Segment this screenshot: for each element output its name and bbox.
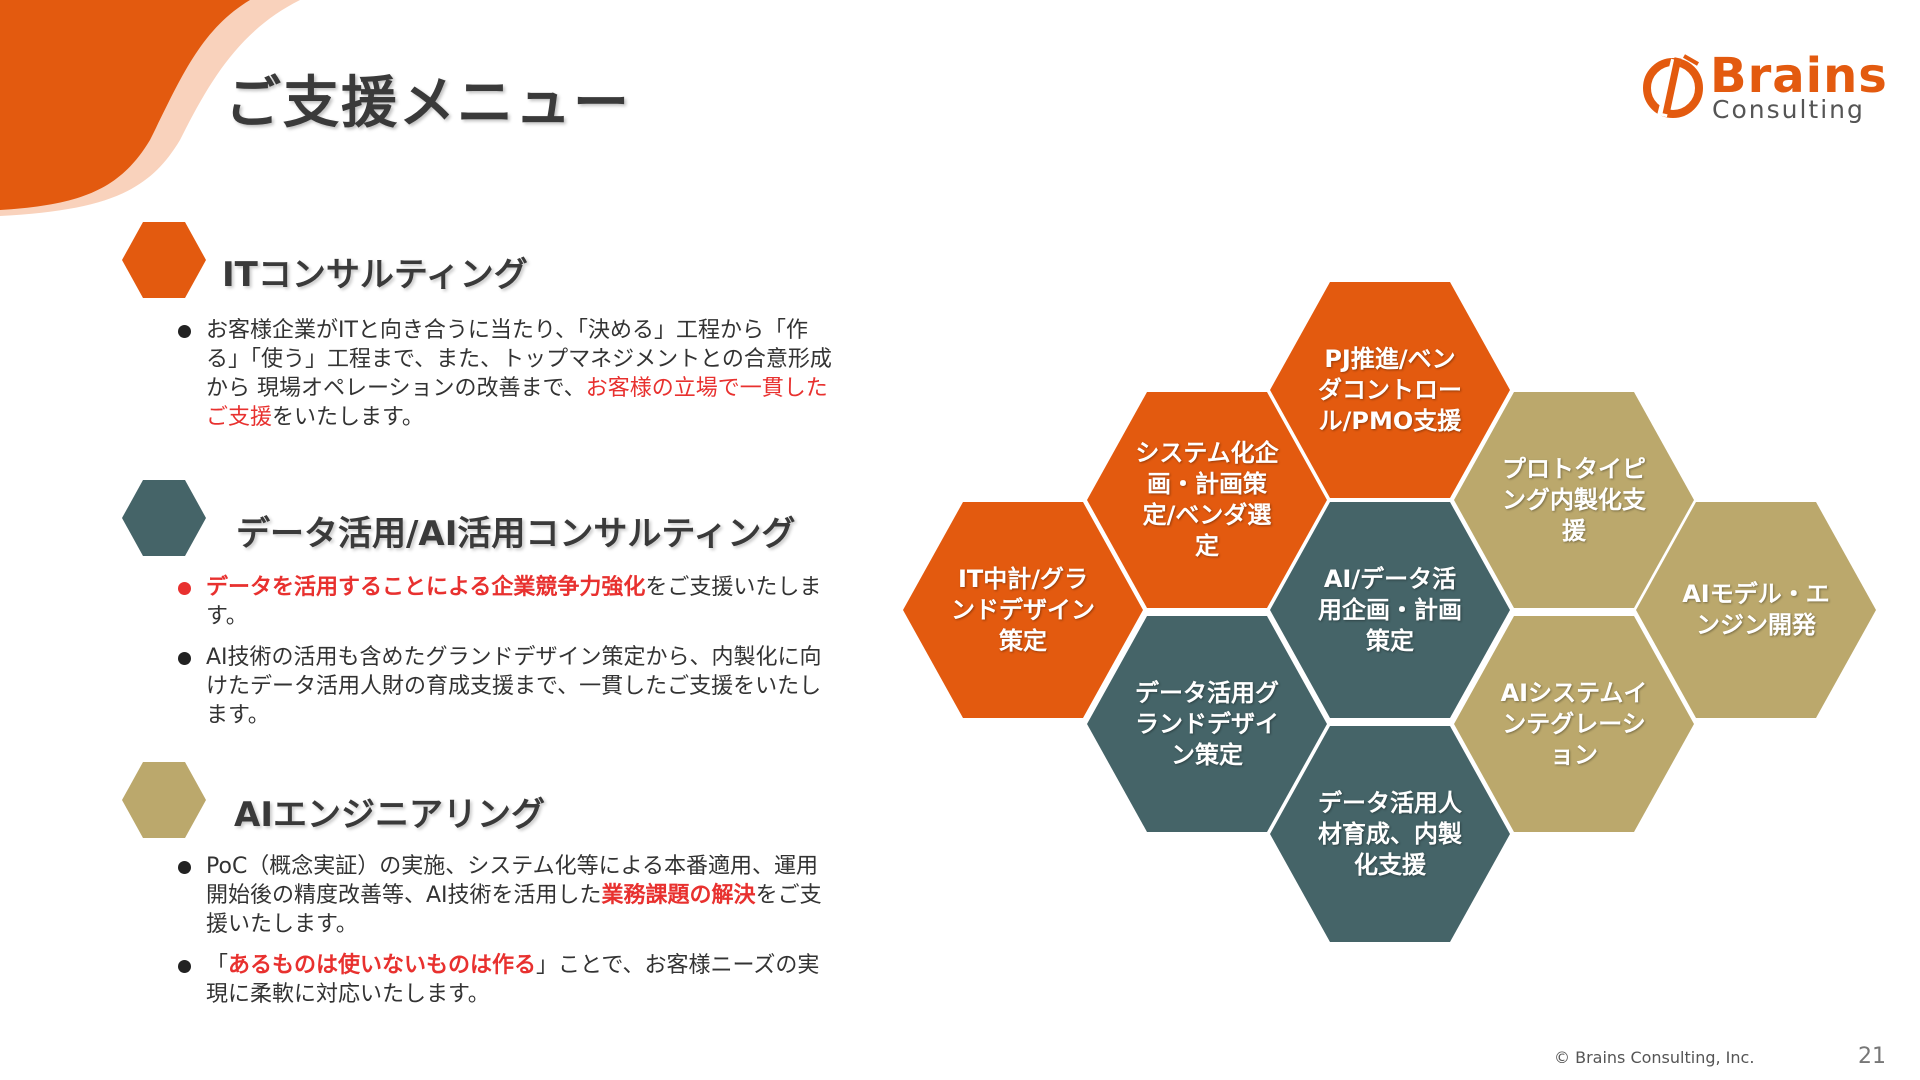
hex-system-planning: システム化企画・計画策定/ベンダ選定 <box>1087 392 1327 608</box>
brains-consulting-logo: Brains Consulting <box>1640 48 1890 128</box>
hex-label: PJ推進/ベンダコントロール/PMO支援 <box>1318 344 1462 435</box>
bullet-text: お客様企業がITと向き合うに当たり、「決める」工程から「作る」「使う」工程まで、… <box>206 318 832 401</box>
list-item: お客様企業がITと向き合うに当たり、「決める」工程から「作る」「使う」工程まで、… <box>178 316 838 432</box>
section-it-hex-icon <box>122 222 206 298</box>
section-data-ai-bullets: データを活用することによる企業競争力強化をご支援いたします。 AI技術の活用も含… <box>178 573 838 742</box>
bullet-text: 」ことで、お客様ニーズの実現に柔軟に対応いたします。 <box>206 953 820 1007</box>
bullet-dot-icon <box>178 652 191 665</box>
hex-it-grand-design: IT中計/グランドデザイン策定 <box>903 502 1143 718</box>
bullet-dot-icon <box>178 582 191 595</box>
section-it-bullets: お客様企業がITと向き合うに当たり、「決める」工程から「作る」「使う」工程まで、… <box>178 316 838 444</box>
bullet-text: をご支援いたします。 <box>206 883 822 937</box>
section-ai-eng-hex-icon <box>122 762 206 838</box>
hex-label: プロトタイピング内製化支援 <box>1502 454 1646 545</box>
page-number: 21 <box>1858 1044 1886 1069</box>
hex-prototyping: プロトタイピング内製化支援 <box>1454 392 1694 608</box>
bullet-highlight: お客様の立場で一貫したご支援 <box>206 376 828 430</box>
hex-data-grand-design: データ活用グランドデザイン策定 <box>1087 616 1327 832</box>
hex-ai-data-planning: AI/データ活用企画・計画策定 <box>1270 502 1510 718</box>
logo-sub-text: Consulting <box>1712 95 1865 124</box>
section-data-ai-title: データ活用/AI活用コンサルティング <box>236 514 796 554</box>
section-it-title: ITコンサルティング <box>222 255 528 295</box>
section-ai-eng-title: AIエンジニアリング <box>234 795 545 835</box>
bullet-text: PoC（概念実証）の実施、システム化等による本番適用、運用開始後の精度改善等、A… <box>206 854 818 908</box>
bullet-dot-icon <box>178 861 191 874</box>
bullet-text: をご支援いたします。 <box>206 575 822 629</box>
page-title: ご支援メニュー <box>225 71 631 136</box>
hex-label: AIシステムインテグレーション <box>1500 678 1648 769</box>
list-item: 「あるものは使いないものは作る」ことで、お客様ニーズの実現に柔軟に対応いたします… <box>178 951 838 1009</box>
hex-label: データ活用グランドデザイン策定 <box>1135 678 1279 769</box>
hex-data-talent-development: データ活用人材育成、内製化支援 <box>1270 726 1510 942</box>
brains-logo-mark-icon <box>1643 54 1703 118</box>
list-item: AI技術の活用も含めたグランドデザイン策定から、内製化に向けたデータ活用人財の育… <box>178 643 838 730</box>
bullet-text: AI技術の活用も含めたグランドデザイン策定から、内製化に向けたデータ活用人財の育… <box>206 645 822 728</box>
bullet-dot-icon <box>178 325 191 338</box>
bullet-text: 「 <box>206 953 229 978</box>
list-item: データを活用することによる企業競争力強化をご支援いたします。 <box>178 573 838 631</box>
hex-label: AI/データ活用企画・計画策定 <box>1318 564 1462 655</box>
hex-label: AIモデル・エンジン開発 <box>1682 580 1830 639</box>
bullet-text: をいたします。 <box>272 405 424 430</box>
bullet-highlight: 業務課題の解決 <box>601 883 756 908</box>
hex-pj-vendor-pmo: PJ推進/ベンダコントロール/PMO支援 <box>1270 282 1510 498</box>
bullet-highlight: データを活用することによる企業競争力強化 <box>206 575 646 600</box>
logo-brand-text: Brains <box>1710 48 1888 104</box>
section-ai-eng-bullets: PoC（概念実証）の実施、システム化等による本番適用、運用開始後の精度改善等、A… <box>178 852 838 1021</box>
hex-label: データ活用人材育成、内製化支援 <box>1318 788 1462 879</box>
header-corner-decoration <box>0 0 300 216</box>
hex-ai-model-engine: AIモデル・エンジン開発 <box>1636 502 1876 718</box>
copyright-text: © Brains Consulting, Inc. <box>1554 1048 1755 1067</box>
hex-label: IT中計/グランドデザイン策定 <box>951 564 1095 655</box>
bullet-dot-icon <box>178 960 191 973</box>
list-item: PoC（概念実証）の実施、システム化等による本番適用、運用開始後の精度改善等、A… <box>178 852 838 939</box>
hex-ai-system-integration: AIシステムインテグレーション <box>1454 616 1694 832</box>
section-data-ai-hex-icon <box>122 480 206 556</box>
hex-label: システム化企画・計画策定/ベンダ選定 <box>1135 439 1279 560</box>
bullet-highlight: あるものは使いないものは作る <box>228 953 537 978</box>
